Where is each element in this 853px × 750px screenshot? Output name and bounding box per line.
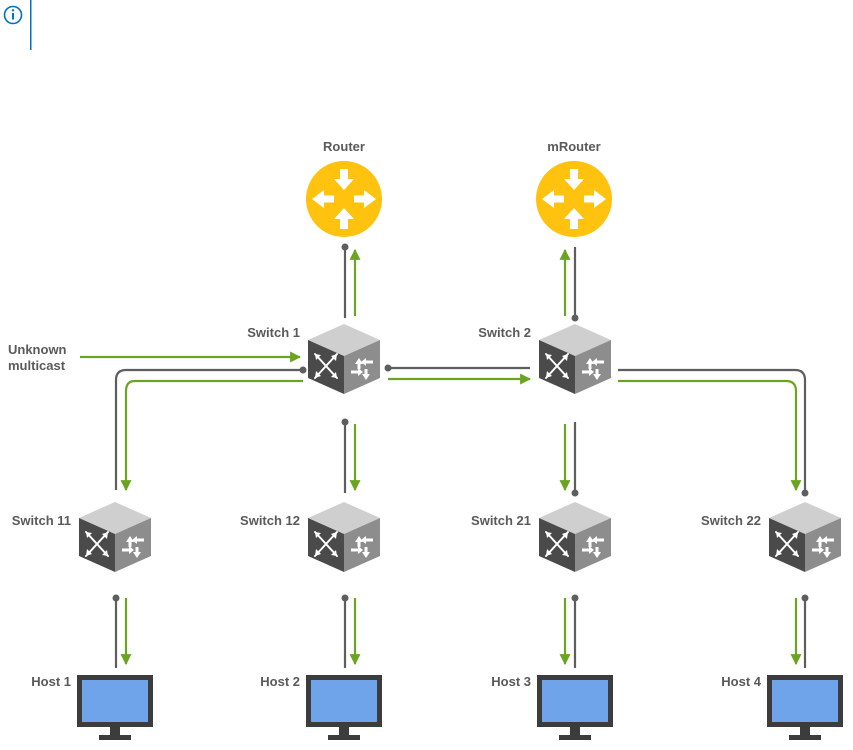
unknown-multicast-label-line1: Unknown [8,342,67,357]
host-4-label: Host 4 [721,674,762,689]
switch-11-label: Switch 11 [12,513,71,528]
unknown-multicast-label-line2: multicast [8,358,66,373]
switch-22-label: Switch 22 [701,513,761,528]
switch-21-label: Switch 21 [471,513,531,528]
switch-2-label: Switch 2 [478,325,531,340]
switch-11-node: Switch 11 [12,501,152,573]
switch-22-node: Switch 22 [701,501,842,573]
switch-2-node: Switch 2 [478,323,612,395]
links [80,243,809,668]
router-label: Router [323,139,365,154]
switch-12-label: Switch 12 [240,513,300,528]
switch-21-node: Switch 21 [471,501,612,573]
host-1-label: Host 1 [31,674,71,689]
host-2-label: Host 2 [260,674,300,689]
host-3-label: Host 3 [491,674,531,689]
host-4-node: Host 4 [721,674,843,740]
switch-1-label: Switch 1 [247,325,300,340]
info-icon [3,5,23,25]
mrouter-label: mRouter [547,139,600,154]
note-bar [30,0,32,50]
host-3-node: Host 3 [491,674,613,740]
switch-12-node: Switch 12 [240,501,381,573]
host-2-node: Host 2 [260,674,382,740]
switch-1-node: Switch 1 [247,323,381,395]
mrouter-node: mRouter [536,139,612,237]
host-1-node: Host 1 [31,674,153,740]
router-node: Router [306,139,382,237]
